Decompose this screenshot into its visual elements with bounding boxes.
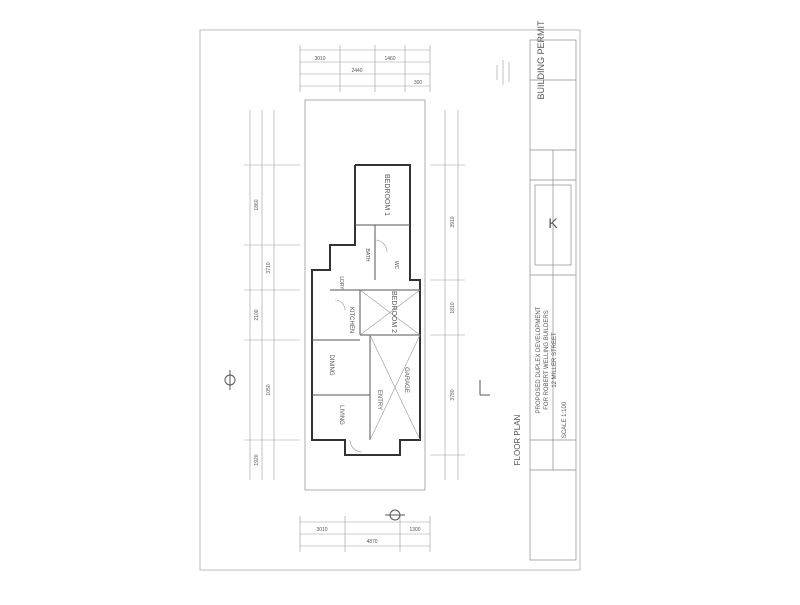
project-line-2: FOR ROBERT WELLING BUILDERS: [544, 310, 550, 409]
room-living: LIVING: [338, 405, 344, 425]
north-arrow-icon: [479, 380, 490, 396]
dim-left-5: 1920: [254, 454, 260, 465]
side-notes: [496, 60, 510, 85]
dim-bottom-1: 3010: [316, 527, 327, 533]
room-bath: BATH: [364, 249, 370, 262]
room-ldry: LDRY: [338, 276, 344, 290]
room-bedroom2: BEDROOM 2: [390, 291, 397, 333]
section-marker-bottom: [385, 509, 405, 521]
title-block: K BUILDING PERMIT FLOOR PLAN PROPOSED DU…: [513, 20, 577, 561]
project-line-3: 12 MILLER STREET: [552, 332, 558, 388]
site-boundary: [304, 99, 426, 491]
dim-top-2: 2440: [351, 68, 362, 74]
dim-left-4: 1050: [266, 384, 272, 395]
drawing-title: FLOOR PLAN: [513, 414, 522, 465]
dim-top-3: 1460: [384, 56, 395, 62]
room-dining: DINING: [328, 355, 334, 376]
dim-top-4: 300: [414, 80, 423, 86]
bottom-dimensions: 3010 4870 1300: [299, 516, 431, 552]
room-wc: WC: [393, 261, 399, 270]
project-line-1: PROPOSED DUPLEX DEVELOPMENT: [536, 306, 542, 413]
section-marker-left: [224, 370, 236, 390]
scale-note: SCALE 1:100: [562, 401, 568, 438]
dim-left-1: 1860: [254, 199, 260, 210]
room-garage: GARAGE: [403, 367, 409, 393]
room-entry: ENTRY: [376, 390, 382, 410]
room-kitchen: KITCHEN: [348, 307, 354, 333]
dim-bottom-2: 4870: [366, 539, 377, 545]
room-labels: BEDROOM 1 BEDROOM 2 KITCHEN DINING LIVIN…: [328, 174, 409, 425]
building-outline: [311, 164, 421, 456]
building-permit-stamp: BUILDING PERMIT: [536, 20, 546, 100]
dim-top-1: 3010: [314, 56, 325, 62]
firm-logo-mark: K: [548, 215, 558, 231]
dim-left-3: 2100: [254, 309, 260, 320]
room-bedroom1: BEDROOM 1: [383, 174, 390, 216]
dim-right-1: 3910: [450, 216, 456, 227]
dim-right-2: 1810: [450, 302, 456, 313]
dim-bottom-3: 1300: [409, 527, 420, 533]
left-dimensions: 1860 3710 2100 1050 1920: [244, 110, 300, 480]
top-dimensions: 3010 2440 1460 300: [299, 45, 431, 92]
firm-logo: [534, 184, 572, 266]
dim-right-3: 3780: [450, 389, 456, 400]
drawing-border: [199, 29, 581, 571]
right-dimensions: 3910 1810 3780: [430, 110, 465, 480]
dim-left-2: 3710: [266, 262, 272, 273]
